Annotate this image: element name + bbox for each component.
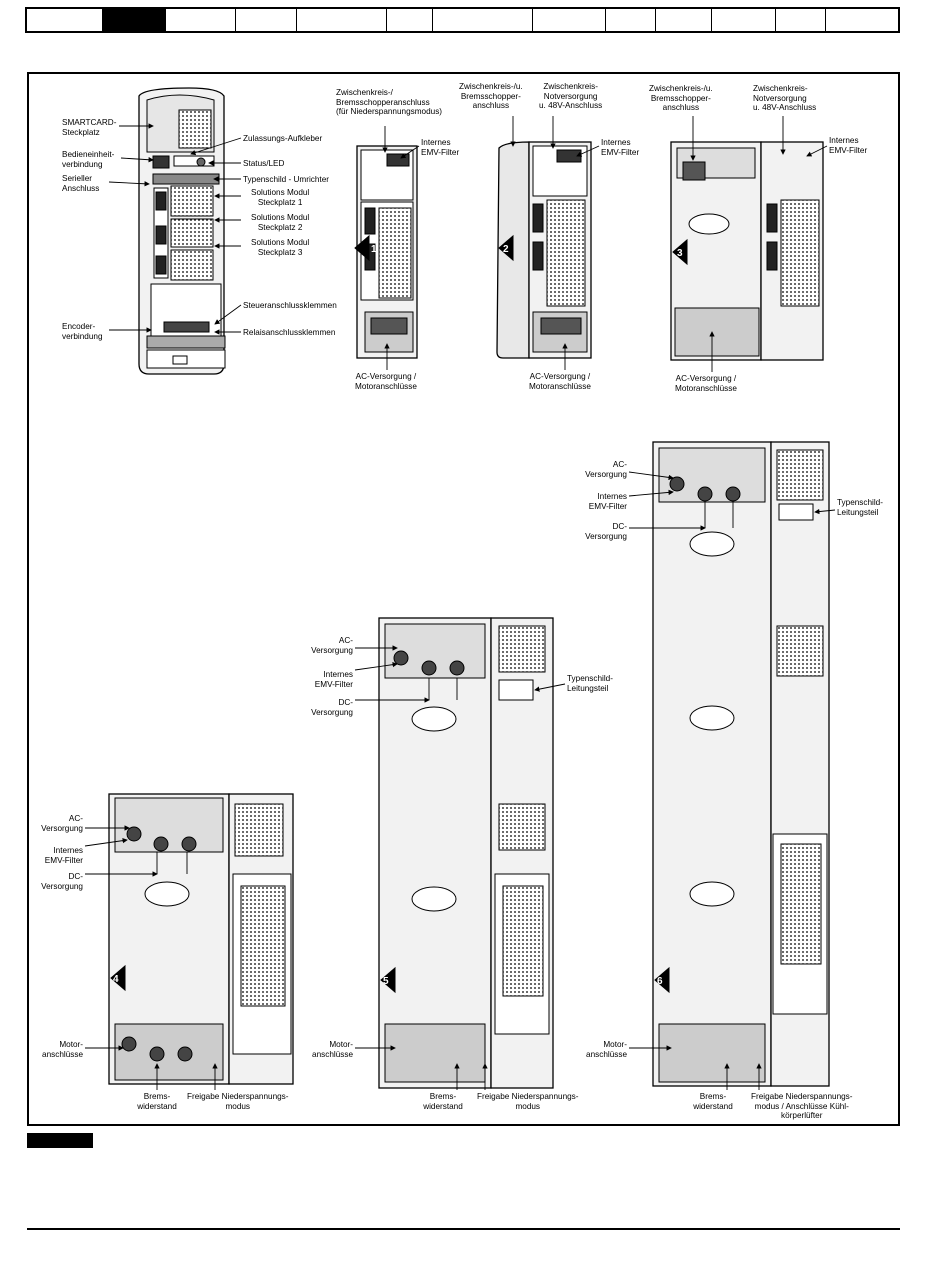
drive-size-4 — [108, 793, 294, 1085]
nav-cell[interactable] — [297, 9, 387, 31]
label-s6-motor: Motor- anschlüsse — [586, 1040, 627, 1059]
nav-cell[interactable] — [433, 9, 533, 31]
label-s5-rating-power: Typenschild- Leitungsteil — [567, 674, 613, 693]
label-control-terminals: Steueranschlussklemmen — [243, 301, 337, 310]
label-s6-emc-filter: Internes EMV-Filter — [588, 492, 627, 511]
label-s2-backup: Zwischenkreis- Notversorgung u. 48V-Ansc… — [539, 82, 603, 110]
drive-size-1 — [354, 145, 418, 359]
label-s3-emc-filter: Internes EMV-Filter — [829, 136, 868, 155]
label-relay-terminals: Relaisanschlussklemmen — [243, 328, 336, 337]
label-s4-low-voltage: Freigabe Niederspannungs- modus — [187, 1092, 289, 1111]
size-badge-2: 2 — [503, 244, 509, 255]
label-s4-brake-resistor: Brems- widerstand — [137, 1092, 177, 1111]
label-s6-ac-supply: AC- Versorgung — [585, 460, 627, 479]
label-s1-dc-bus: Zwischenkreis-/ Bremsschopperanschluss (… — [336, 88, 443, 116]
nav-cell[interactable] — [236, 9, 297, 31]
leader-lines — [84, 116, 836, 1090]
label-s2-ac-motor: AC-Versorgung / Motoranschlüsse — [529, 372, 591, 391]
label-s5-emc-filter: Internes EMV-Filter — [314, 670, 353, 689]
label-s2-dc-brake: Zwischenkreis-/u. Bremsschopper- anschlu… — [459, 82, 523, 110]
label-solutions-slot-3: Solutions Modul Steckplatz 3 — [251, 238, 310, 257]
label-rating-label-drive: Typenschild - Umrichter — [243, 175, 329, 184]
caption-label-block — [27, 1133, 93, 1148]
label-s4-dc-supply: DC- Versorgung — [41, 872, 83, 891]
nav-cell-active[interactable] — [103, 9, 166, 31]
label-serial-port: Serieller Anschluss — [62, 174, 100, 193]
label-s6-low-voltage-fan: Freigabe Niederspannungs- modus / Anschl… — [751, 1092, 853, 1120]
nav-cell[interactable] — [656, 9, 712, 31]
nav-cell[interactable] — [533, 9, 606, 31]
label-s6-rating-power: Typenschild- Leitungsteil — [837, 498, 883, 517]
drive-size-5 — [378, 617, 554, 1089]
label-s4-motor: Motor- anschlüsse — [42, 1040, 83, 1059]
size-badge-4: 4 — [113, 974, 119, 985]
label-s5-brake-resistor: Brems- widerstand — [423, 1092, 463, 1111]
nav-cell[interactable] — [776, 9, 826, 31]
label-s5-dc-supply: DC- Versorgung — [311, 698, 353, 717]
size-badges: 1 2 3 4 5 6 — [113, 244, 683, 987]
label-s6-dc-supply: DC- Versorgung — [585, 522, 627, 541]
label-s3-backup: Zwischenkreis- Notversorgung u. 48V-Ansc… — [753, 84, 817, 112]
nav-cell[interactable] — [712, 9, 776, 31]
drive-size-6 — [652, 441, 830, 1087]
size-badge-5: 5 — [383, 976, 389, 987]
drive-front-view — [138, 87, 226, 375]
label-s5-motor: Motor- anschlüsse — [312, 1040, 353, 1059]
label-encoder-connection: Encoder- verbindung — [62, 322, 103, 341]
size-badge-1: 1 — [371, 244, 377, 255]
label-s4-emc-filter: Internes EMV-Filter — [44, 846, 83, 865]
label-s5-ac-supply: AC- Versorgung — [311, 636, 353, 655]
label-s3-ac-motor: AC-Versorgung / Motoranschlüsse — [675, 374, 737, 393]
label-s4-ac-supply: AC- Versorgung — [41, 814, 83, 833]
nav-cell[interactable] — [826, 9, 898, 31]
header-nav-bar — [25, 7, 900, 33]
label-solutions-slot-1: Solutions Modul Steckplatz 1 — [251, 188, 310, 207]
label-approval-sticker: Zulassungs-Aufkleber — [243, 134, 323, 143]
drive-drawings: 1 2 3 4 5 6 — [84, 87, 836, 1090]
label-s5-low-voltage: Freigabe Niederspannungs- modus — [477, 1092, 579, 1111]
nav-cell[interactable] — [387, 9, 433, 31]
footer-rule — [27, 1228, 900, 1230]
label-s2-emc-filter: Internes EMV-Filter — [601, 138, 640, 157]
drive-overview-figure: 1 2 3 4 5 6 SMARTCARD- Steckplatz Bedien… — [27, 72, 900, 1126]
label-s1-emc-filter: Internes EMV-Filter — [421, 138, 460, 157]
label-solutions-slot-2: Solutions Modul Steckplatz 2 — [251, 213, 310, 232]
nav-cell[interactable] — [606, 9, 656, 31]
nav-cell[interactable] — [27, 9, 103, 31]
label-s1-ac-motor: AC-Versorgung / Motoranschlüsse — [355, 372, 417, 391]
drive-size-2 — [496, 141, 592, 359]
label-keypad-connection: Bedieneinheit- verbindung — [62, 150, 115, 169]
size-badge-3: 3 — [677, 248, 683, 259]
label-smartcard-slot: SMARTCARD- Steckplatz — [62, 118, 117, 137]
label-status-led: Status/LED — [243, 159, 285, 168]
nav-cell[interactable] — [166, 9, 236, 31]
label-s3-dc-brake: Zwischenkreis-/u. Bremsschopper- anschlu… — [649, 84, 713, 112]
label-s6-brake-resistor: Brems- widerstand — [693, 1092, 733, 1111]
size-badge-6: 6 — [657, 976, 663, 987]
drive-size-3 — [670, 141, 824, 361]
